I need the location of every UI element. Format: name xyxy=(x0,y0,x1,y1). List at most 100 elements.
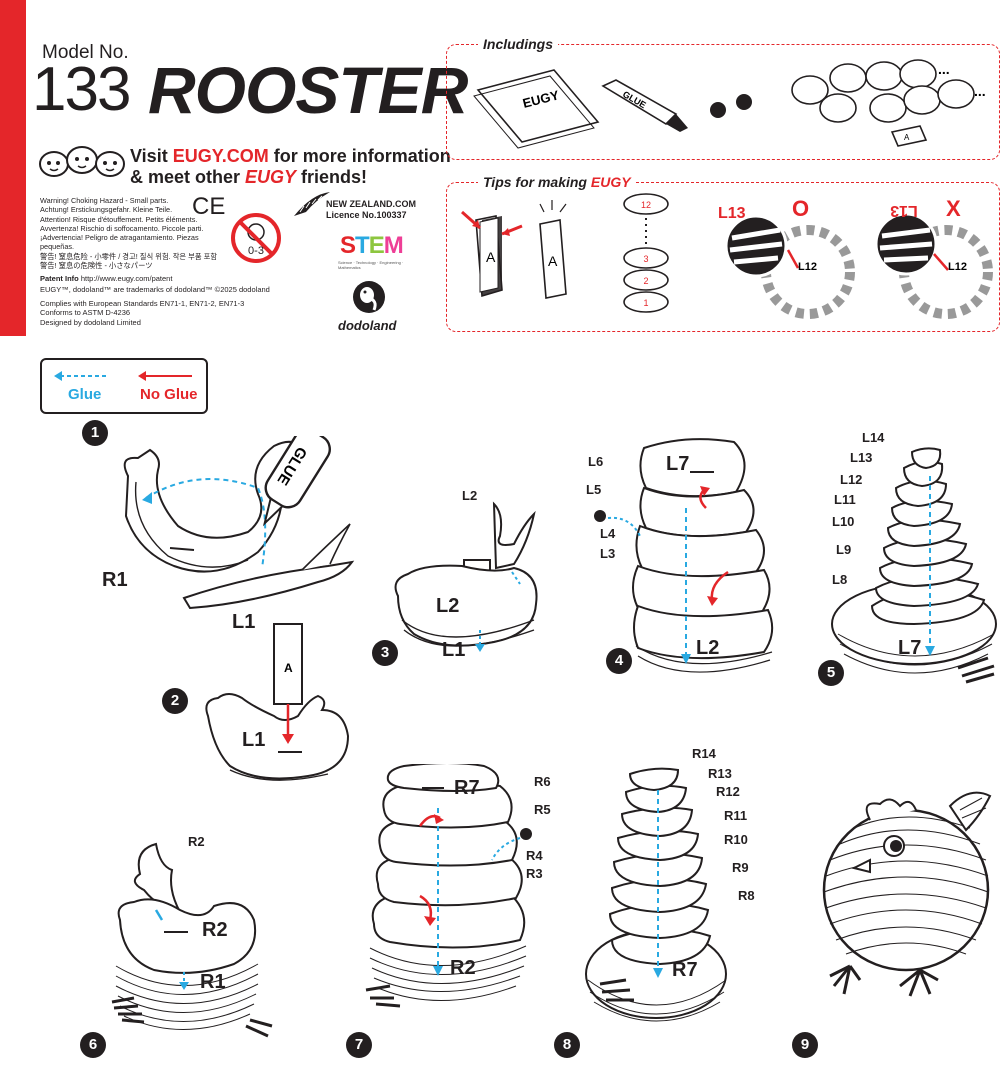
part-label: R11 xyxy=(724,808,747,823)
glue-arrow-icon xyxy=(54,371,62,381)
part-label: R13 xyxy=(708,766,732,781)
wrong-part-label: L13 xyxy=(890,202,918,219)
brand-red-bar xyxy=(0,0,26,336)
visit-line2-prefix: & meet other xyxy=(130,167,246,187)
part-label: R9 xyxy=(732,860,749,875)
fern-icon xyxy=(294,192,330,216)
disc-number: 12 xyxy=(641,200,651,210)
step-number: 5 xyxy=(818,660,844,686)
step-1-illustration: GLUE R1 L1 xyxy=(102,436,355,633)
includings-title: Includings xyxy=(478,36,558,52)
dodo-logo-icon xyxy=(353,281,385,313)
nz-site: NEW ZEALAND.COM xyxy=(326,199,416,209)
tab-a-label: A xyxy=(284,661,293,675)
part-label: L12 xyxy=(840,472,862,487)
part-label: L1 xyxy=(242,729,265,751)
step-number: 1 xyxy=(82,420,108,446)
disc-number: 2 xyxy=(643,276,648,286)
ellipsis: ... xyxy=(974,83,986,99)
visit-message: Visit EUGY.COM for more information & me… xyxy=(130,146,451,188)
step-number: 7 xyxy=(346,1032,372,1058)
part-label: R3 xyxy=(526,866,543,881)
tips-illustration: A A 12 3 2 1 L13 O L12 L13 X L12 xyxy=(461,193,993,319)
part-label: R2 xyxy=(202,919,228,941)
model-number: 133 xyxy=(32,55,131,124)
part-label: R2 xyxy=(450,957,476,979)
tips-title: Tips for making EUGY xyxy=(478,174,636,190)
nz-badge: NEW ZEALAND.COM Licence No.100337 xyxy=(326,199,416,221)
part-label: L13 xyxy=(850,450,872,465)
patent-label: Patent Info xyxy=(40,274,79,283)
glue-legend: Glue No Glue xyxy=(40,358,208,414)
ellipsis: ... xyxy=(938,61,950,77)
part-label: L2 xyxy=(436,595,459,617)
part-label: L7 xyxy=(898,637,921,659)
part-label: L4 xyxy=(600,526,616,541)
part-label: L1 xyxy=(232,611,255,633)
warning-line: Avvertenza! Rischio di soffocamento. Pic… xyxy=(40,223,204,233)
part-label: L14 xyxy=(862,430,885,445)
part-label: R5 xyxy=(534,802,551,817)
correct-ref-part: L12 xyxy=(798,261,817,273)
tab-press-tip: A A xyxy=(461,200,567,299)
visit-line2-suffix: friends! xyxy=(296,167,368,187)
designer-text: Designed by dodoland Limited xyxy=(40,318,141,327)
piece-a-label: A xyxy=(904,133,910,142)
warning-line: Attention! Risque d'étouffement. Petits … xyxy=(40,214,198,224)
warning-line: 警告! 窒息の危険性 - 小さなパーツ xyxy=(40,261,153,271)
instruction-booklet-icon: EUGY xyxy=(473,69,600,149)
part-label: L1 xyxy=(442,639,465,661)
patent-url[interactable]: http://www.eugy.com/patent xyxy=(80,274,173,283)
parts-discs-icon xyxy=(791,59,975,147)
tips-title-text: Tips for making xyxy=(483,174,587,190)
step-number: 9 xyxy=(792,1032,818,1058)
ce-mark: CE xyxy=(192,193,226,220)
correct-mark: O xyxy=(792,196,809,221)
disc-stack-tip xyxy=(623,193,669,313)
part-label: L10 xyxy=(832,514,854,529)
step-number: 8 xyxy=(554,1032,580,1058)
wrong-ref-part: L12 xyxy=(948,261,967,273)
step-4-illustration: L7 L2 L6 L5 L4 L3 xyxy=(586,438,774,673)
standards-text-1: Complies with European Standards EN71-1,… xyxy=(40,299,245,308)
part-label: R10 xyxy=(724,832,748,847)
part-label: L11 xyxy=(834,492,856,507)
part-label: R2 xyxy=(188,834,205,849)
step-number: 4 xyxy=(606,648,632,674)
part-label: L2 xyxy=(462,488,477,503)
visit-prefix: Visit xyxy=(130,146,173,166)
disc-number: 1 xyxy=(643,298,648,308)
correct-part-label: L13 xyxy=(718,205,746,222)
tip-tab-label: A xyxy=(486,249,496,265)
step-6-illustration: R2 R2 R1 xyxy=(111,834,273,1038)
step-3-illustration: L2 L2 L1 xyxy=(394,488,538,661)
completed-rooster-illustration xyxy=(822,791,992,997)
stem-logo: STEM xyxy=(340,232,404,259)
patent-info: Patent Info http://www.eugy.com/patent xyxy=(40,274,172,284)
step-7-illustration: R7 R2 R6 R5 R4 R3 xyxy=(365,764,551,1008)
eugy-brand-text: EUGY xyxy=(245,167,297,187)
part-label: L7 xyxy=(666,453,689,475)
part-label: R1 xyxy=(200,971,226,993)
part-label: R14 xyxy=(692,746,717,761)
wrong-orientation-tip: L13 X L12 xyxy=(874,196,993,319)
tip-tab-label: A xyxy=(548,253,558,269)
includings-illustration: EUGY GLUE A ... ... xyxy=(473,59,986,149)
part-label: R7 xyxy=(672,959,698,981)
step-number: 2 xyxy=(162,688,188,714)
step-5-illustration: L7 L14 L13 L12 L11 L10 L9 L8 xyxy=(831,430,997,684)
age-warning-icon: 0-3 xyxy=(231,213,281,263)
wrong-mark: X xyxy=(946,196,961,221)
part-label: R7 xyxy=(454,777,480,799)
eye-bead-icon xyxy=(736,94,752,110)
correct-orientation-tip: L13 O L12 xyxy=(718,196,855,319)
warning-line: Warning! Choking Hazard - Small parts. xyxy=(40,196,169,205)
visit-link[interactable]: EUGY.COM xyxy=(172,146,269,166)
glue-tube-icon: GLUE xyxy=(601,79,688,132)
part-label: L3 xyxy=(600,546,615,561)
legend-no-glue: No Glue xyxy=(140,386,198,403)
standards-text-2: Conforms to ASTM D-4236 xyxy=(40,308,131,317)
warning-line: ¡Advertencia! Peligro de atragantamiento… xyxy=(40,233,199,252)
part-label: R8 xyxy=(738,888,755,903)
step-number: 3 xyxy=(372,640,398,666)
